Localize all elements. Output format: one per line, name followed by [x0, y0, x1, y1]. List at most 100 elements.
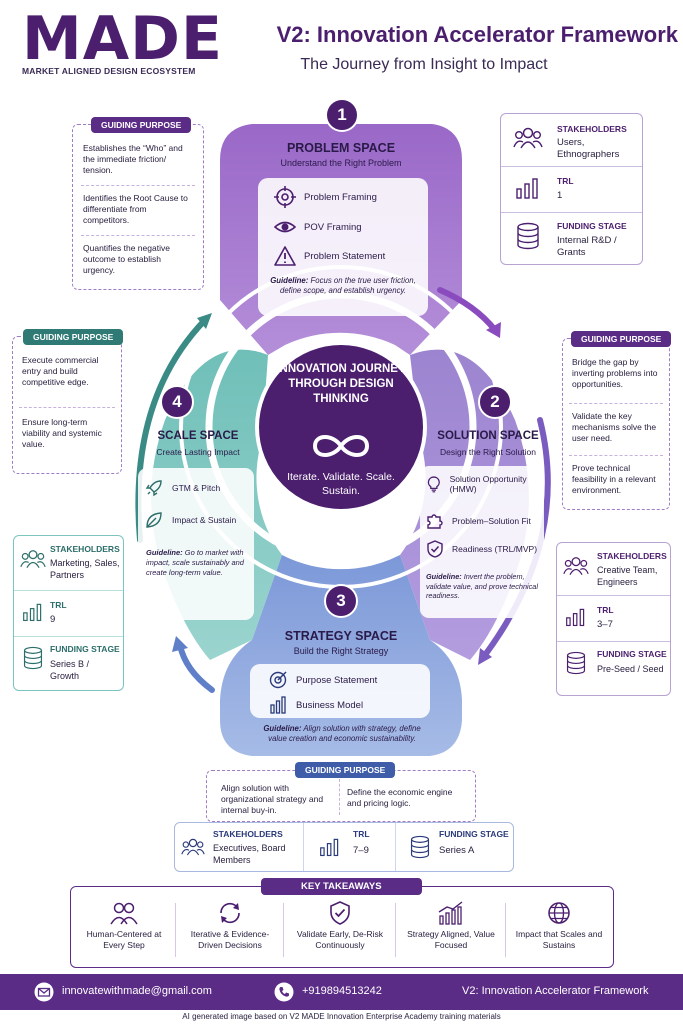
guiding-purpose-scale: GUIDING PURPOSE Execute commercial entry…	[12, 329, 124, 474]
guideline-text: Go to market with impact, scale sustaina…	[146, 548, 244, 577]
funding-label: FUNDING STAGE	[439, 829, 509, 839]
divider	[339, 779, 340, 815]
footer-bar: innovatewithmade@gmail.com +919894513242…	[0, 974, 683, 1010]
solution-number-badge: 2	[478, 385, 512, 419]
solution-item-label: Readiness (TRL/MVP)	[452, 544, 538, 554]
guideline-label: Guideline:	[263, 724, 302, 733]
trl-bars-icon	[23, 603, 42, 622]
strategy-space-subtitle: Build the Right Strategy	[293, 646, 389, 656]
center-tagline: Iterate. Validate. Scale. Sustain.	[287, 471, 395, 497]
problem-item-label: Problem Statement	[304, 250, 386, 262]
arrow-problem-to-solution	[437, 287, 498, 333]
stakeholders-value: Creative Team, Engineers	[597, 565, 658, 587]
scale-space-card: GTM & Pitch Impact & Sustain Guideline: …	[138, 468, 254, 620]
problem-item-framing: Problem Framing	[274, 186, 377, 208]
funding-value: Series B / Growth	[50, 659, 90, 681]
page-title: V2: Innovation Accelerator Framework	[276, 22, 678, 47]
guiding-item: Bridge the gap by inverting problems int…	[572, 357, 658, 389]
shield-check-icon	[330, 901, 350, 925]
stakeholders-label: STAKEHOLDERS	[597, 551, 667, 561]
solution-item-opportunity: Solution Opportunity (HMW)	[426, 474, 542, 494]
target-arrow-icon	[269, 671, 287, 689]
people-icon	[563, 557, 589, 575]
guiding-item: Align solution with organizational strat…	[221, 783, 324, 815]
scale-item-label: GTM & Pitch	[172, 483, 221, 493]
scale-number-badge: 4	[160, 385, 194, 419]
problem-item-label: Problem Framing	[304, 191, 377, 203]
problem-space-title: PROBLEM SPACE	[286, 141, 396, 155]
footer-tagline: V2: Innovation Accelerator Framework	[462, 985, 649, 997]
trl-bars-icon	[320, 838, 339, 857]
solution-space-subtitle: Design the Right Solution	[440, 447, 536, 457]
takeaway-item: Validate Early, De-Risk Continuously	[287, 901, 393, 951]
guiding-purpose-tag: GUIDING PURPOSE	[23, 329, 124, 345]
takeaway-item: Human-Centered at Every Step	[75, 901, 173, 951]
trl-label: TRL	[597, 605, 614, 615]
trl-label: TRL	[557, 176, 574, 186]
divider	[505, 903, 506, 957]
trl-value: 7–9	[353, 845, 369, 856]
guiding-purpose-strategy: GUIDING PURPOSE Align solution with orga…	[206, 762, 476, 822]
trl-bars-icon	[516, 178, 538, 199]
people-icon	[20, 550, 46, 568]
shield-check-icon	[427, 540, 443, 558]
stakeholders-value: Marketing, Sales, Partners	[50, 558, 120, 580]
divider	[19, 407, 115, 408]
eye-icon	[274, 221, 296, 233]
logo-subtitle: MARKET ALIGNED DESIGN ECOSYSTEM	[22, 66, 196, 76]
solution-guideline: Guideline: Invert the problem, validate …	[426, 572, 538, 601]
takeaway-item: Iterative & Evidence-Driven Decisions	[179, 901, 281, 951]
trl-label: TRL	[353, 829, 370, 839]
guiding-purpose-tag: GUIDING PURPOSE	[571, 331, 672, 347]
coins-stack-icon	[23, 646, 43, 670]
stakeholders-label: STAKEHOLDERS	[50, 544, 120, 554]
solution-space-card: Solution Opportunity (HMW) Problem–Solut…	[420, 466, 544, 618]
solution-item-label: Solution Opportunity (HMW)	[449, 474, 527, 494]
people-icon	[110, 902, 138, 925]
divider	[395, 823, 396, 871]
divider	[81, 185, 195, 186]
strategy-item-label: Purpose Statement	[296, 674, 378, 686]
divider	[569, 403, 663, 404]
center-circle	[255, 341, 427, 513]
problem-guideline: Guideline: Focus on the true user fricti…	[268, 276, 418, 296]
scale-space-subtitle: Create Lasting Impact	[156, 447, 240, 457]
guiding-item: Validate the key mechanisms solve the us…	[572, 411, 657, 443]
footer-email-link[interactable]: innovatewithmade@gmail.com	[62, 985, 212, 997]
problem-item-label: POV Framing	[304, 221, 362, 233]
guideline-text: Align solution with strategy, define val…	[268, 724, 421, 743]
strategy-space-card: Purpose Statement Business Model	[250, 664, 430, 718]
rocket-icon	[145, 480, 162, 497]
strategy-item-purpose: Purpose Statement	[268, 670, 377, 690]
funding-label: FUNDING STAGE	[597, 649, 667, 659]
takeaway-label: Impact that Scales and Sustains	[515, 929, 603, 950]
guideline-text: Focus on the true user friction, define …	[280, 276, 416, 295]
problem-item-statement: Problem Statement	[274, 245, 385, 267]
divider	[569, 455, 663, 456]
guiding-item: Execute commercial entry and build compe…	[22, 355, 99, 387]
growth-chart-icon	[438, 901, 463, 925]
funding-label: FUNDING STAGE	[557, 221, 627, 231]
solution-item-readiness: Readiness (TRL/MVP)	[426, 540, 537, 558]
guiding-purpose-problem: GUIDING PURPOSE Establishes the “Who” an…	[72, 117, 204, 290]
takeaway-label: Iterative & Evidence-Driven Decisions	[190, 929, 270, 950]
solution-space-title: SOLUTION SPACE	[437, 430, 539, 442]
guideline-label: Guideline:	[270, 276, 309, 285]
problem-item-pov: POV Framing	[274, 216, 362, 238]
strategy-item-label: Business Model	[296, 699, 364, 711]
scale-guideline: Guideline: Go to market with impact, sca…	[146, 548, 250, 578]
footer-phone-link[interactable]: +919894513242	[302, 985, 382, 997]
metrics-card-strategy: STAKEHOLDERS Executives, Board Members T…	[174, 822, 514, 872]
stakeholders-value: Executives, Board Members	[213, 843, 286, 865]
scale-item-impact: Impact & Sustain	[144, 510, 236, 530]
metrics-card-scale: STAKEHOLDERS Marketing, Sales, Partners …	[13, 535, 124, 691]
globe-icon	[548, 902, 570, 924]
guideline-label: Guideline:	[426, 572, 462, 581]
divider	[81, 235, 195, 236]
solution-item-fit: Problem–Solution Fit	[426, 512, 531, 530]
infinity-icon	[312, 435, 370, 457]
lightbulb-icon	[427, 476, 440, 493]
solution-item-label: Problem–Solution Fit	[452, 516, 531, 526]
guiding-item: Establishes the “Who” and the immediate …	[83, 143, 183, 175]
metrics-card-problem: STAKEHOLDERS Users, Ethnographers TRL 1 …	[500, 113, 643, 265]
